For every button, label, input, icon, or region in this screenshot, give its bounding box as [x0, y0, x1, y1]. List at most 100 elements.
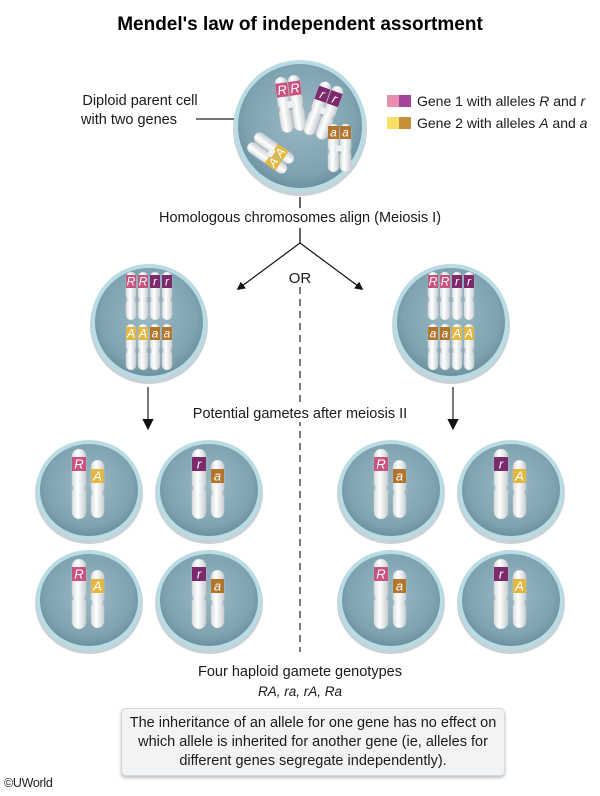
centromere-notch: [277, 106, 281, 112]
allele-band-R: [440, 275, 450, 288]
legend-item-gene1: Gene 1 with alleles R and r: [387, 92, 587, 110]
gamete-cell-rA: rA: [457, 440, 565, 544]
allele-band-a: [340, 126, 351, 139]
arrow-to-left-alignment: [236, 242, 301, 291]
allele-band-a: [440, 327, 450, 340]
centromere-notch: [137, 347, 140, 353]
cell-cytoplasm: [40, 444, 138, 536]
allele-band-A: [126, 327, 136, 340]
allele-label: A: [514, 579, 524, 594]
centromere-notch: [204, 595, 207, 601]
centromere: [286, 100, 296, 109]
allele-label: A: [126, 327, 135, 341]
allele-band-R: [72, 567, 86, 581]
replicated-chromosome: AA: [247, 132, 295, 174]
cell-cytoplasm: [397, 268, 505, 376]
centromere-notch: [134, 296, 137, 302]
cell-cytoplasm: [40, 554, 138, 646]
centromere-notch: [524, 490, 527, 496]
gamete-cell-Ra: Ra: [337, 550, 445, 654]
allele-band-a: [393, 579, 406, 593]
allele-label: r: [330, 91, 340, 107]
allele-label: R: [289, 80, 300, 96]
allele-label: r: [499, 457, 504, 472]
allele-label: a: [396, 579, 403, 594]
centromere-notch: [472, 347, 475, 353]
parent-label-line1: Diploid parent cell: [82, 93, 198, 109]
allele-band-A: [513, 579, 526, 593]
centromere-notch: [460, 296, 463, 302]
centromere-notch: [451, 296, 454, 302]
centromere-notch: [90, 490, 93, 496]
gamete-cell-ra: ra: [155, 440, 263, 544]
centromere-notch: [191, 595, 194, 601]
centromere-notch: [448, 296, 451, 302]
allele-band-r: [326, 90, 343, 108]
centromere-notch: [439, 296, 442, 302]
allele-label: r: [197, 567, 202, 582]
allele-band-A: [138, 327, 148, 340]
allele-label: A: [452, 327, 461, 341]
allele-label: a: [396, 469, 403, 484]
allele-band-a: [428, 327, 438, 340]
legend-label: Gene 1 with alleles: [417, 93, 540, 109]
allele-band-r: [494, 457, 508, 471]
centromere-notch: [392, 600, 395, 606]
centromere-notch: [158, 347, 161, 353]
cell-cytoplasm: [160, 554, 258, 646]
allele-label: A: [464, 327, 473, 341]
centromere-notch: [512, 600, 515, 606]
centromere-notch: [439, 347, 442, 353]
allele-label: R: [429, 275, 438, 289]
allele-band-r: [494, 567, 508, 581]
centromere-notch: [427, 347, 430, 353]
cell-cytoplasm: [160, 444, 258, 536]
cell-cytoplasm: [342, 554, 440, 646]
cell-cytoplasm: [462, 444, 560, 536]
summary-line-1: The inheritance of an allele for one gen…: [129, 715, 497, 731]
allele-label: r: [467, 275, 472, 289]
allele-band-a: [211, 469, 224, 483]
centromere-notch: [386, 595, 389, 601]
cell-cytoplasm: [342, 444, 440, 536]
allele-band-r: [464, 275, 474, 288]
allele-band-r: [192, 567, 206, 581]
centromere-notch: [472, 296, 475, 302]
centromere-notch: [210, 490, 213, 496]
allele-band-r: [192, 457, 206, 471]
centromere-notch: [149, 296, 152, 302]
allele-band-R: [126, 275, 136, 288]
centromere-notch: [463, 296, 466, 302]
allele-label: a: [152, 327, 159, 341]
legend-allele: a: [579, 115, 588, 131]
allele-label: r: [165, 275, 170, 289]
centromere-notch: [84, 595, 87, 601]
summary-line-3: different genes segregate independently)…: [179, 753, 447, 769]
centromere-notch: [137, 296, 140, 302]
allele-band-a: [328, 126, 339, 139]
centromere-notch: [404, 600, 407, 606]
allele-label: A: [92, 469, 102, 484]
gamete-cell-RA: RA: [35, 440, 143, 544]
allele-band-R: [72, 457, 86, 471]
gamete-cell-RA: RA: [35, 550, 143, 654]
centromere-notch: [373, 595, 376, 601]
arrow-to-right-alignment: [299, 242, 364, 291]
allele-band-A: [91, 469, 104, 483]
allele-label: a: [330, 126, 337, 140]
centromere-notch: [191, 485, 194, 491]
centromere-notch: [170, 347, 173, 353]
legend-allele: r: [580, 93, 586, 109]
legend-and: and: [548, 115, 580, 131]
legend-swatch-R: [387, 95, 399, 107]
centromere: [336, 145, 344, 152]
centromere: [266, 147, 276, 158]
allele-band-r: [150, 275, 160, 288]
centromere-notch: [373, 485, 376, 491]
centromere-notch: [125, 347, 128, 353]
centromere: [318, 106, 329, 116]
allele-band-r: [452, 275, 462, 288]
centromere-notch: [493, 595, 496, 601]
